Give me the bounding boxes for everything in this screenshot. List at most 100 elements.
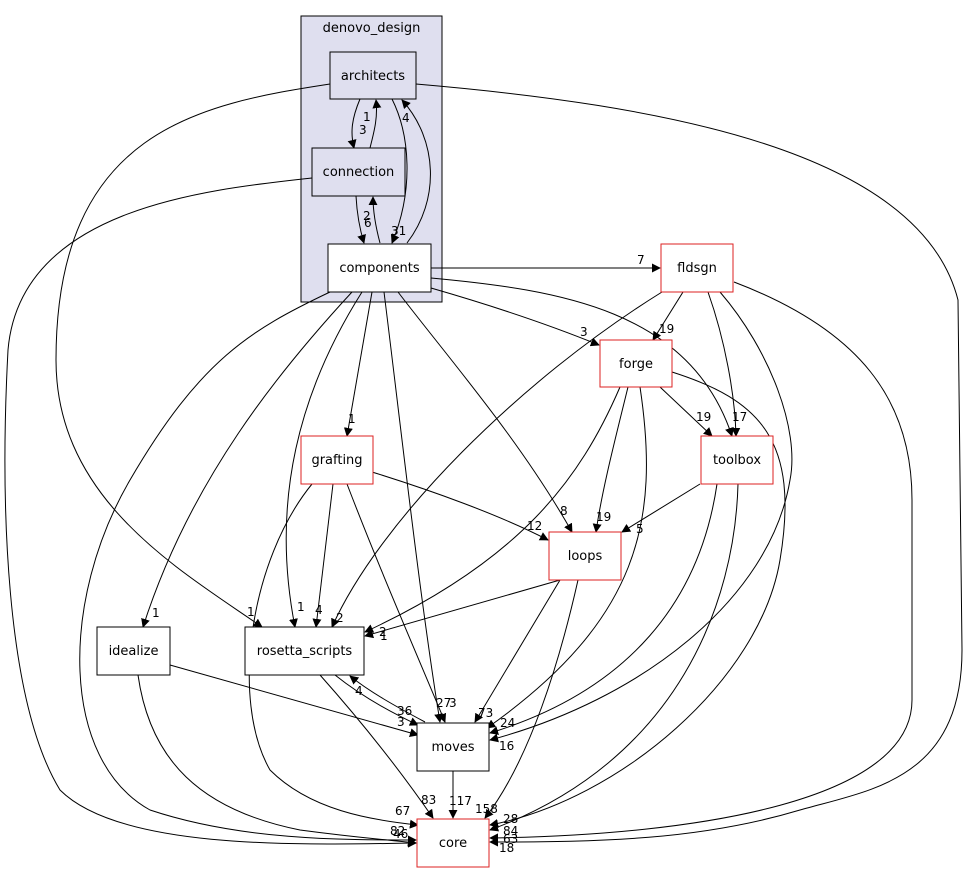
node-label: toolbox xyxy=(713,453,761,468)
edge-label: 4 xyxy=(315,603,323,617)
cluster-title: denovo_design xyxy=(323,21,421,36)
edge-label: 17 xyxy=(732,410,747,424)
edge-label: 31 xyxy=(391,224,406,238)
node-forge[interactable]: forge xyxy=(599,339,673,388)
node-label: idealize xyxy=(109,644,159,659)
edge-loops-moves xyxy=(474,579,561,723)
node-idealize[interactable]: idealize xyxy=(96,626,171,676)
edge-label: 24 xyxy=(500,716,515,730)
edge-label: 1 xyxy=(247,605,255,619)
edge-label: 7 xyxy=(637,253,645,267)
edge-label: 2 xyxy=(379,625,387,639)
edge-components-moves xyxy=(383,291,444,723)
edge-connection-architects xyxy=(369,99,382,149)
node-label: rosetta_scripts xyxy=(257,644,353,659)
edge-components-connection xyxy=(368,196,381,244)
edge-label: 16 xyxy=(499,739,514,753)
edge-loops-core xyxy=(484,579,579,819)
edge-idealize-moves xyxy=(169,664,419,738)
edge-label: 5 xyxy=(636,522,644,536)
edge-label: 4 xyxy=(402,111,410,125)
edge-grafting-loops xyxy=(371,471,549,541)
edge-label: 3 xyxy=(397,715,405,729)
edge-loops-rosetta xyxy=(364,579,561,639)
edge-toolbox-core xyxy=(489,483,739,832)
edge-label: 2 xyxy=(336,611,344,625)
edge-label: 63 xyxy=(503,832,518,846)
edge-forge-moves xyxy=(486,386,647,729)
edge-label: 19 xyxy=(596,510,611,524)
node-components[interactable]: components xyxy=(327,243,432,293)
edge-label: 3 xyxy=(359,123,367,137)
edge-forge-rosetta xyxy=(364,386,621,633)
edge-architects-core xyxy=(415,83,963,847)
edge-grafting-rosetta xyxy=(312,483,334,628)
edge-label: 67 xyxy=(395,804,410,818)
node-moves[interactable]: moves xyxy=(416,722,490,772)
node-label: moves xyxy=(431,740,474,755)
node-label: loops xyxy=(568,549,603,564)
edge-fldsgn-core xyxy=(489,281,913,843)
edge-forge-core xyxy=(489,371,786,828)
edge-fldsgn-toolbox xyxy=(707,291,741,437)
edge-label: 3 xyxy=(449,696,457,710)
edge-connection-core xyxy=(4,177,417,848)
edge-label: 83 xyxy=(421,793,436,807)
edge-label: 158 xyxy=(475,802,498,816)
edge-label: 82 xyxy=(390,824,405,838)
edge-label: 8 xyxy=(560,504,568,518)
edge-toolbox-moves xyxy=(489,483,718,735)
edge-label: 73 xyxy=(478,706,493,720)
node-rosetta-scripts[interactable]: rosetta_scripts xyxy=(244,626,365,676)
edge-label: 1 xyxy=(380,629,388,643)
edge-fldsgn-moves xyxy=(489,291,793,743)
edge-rosetta-moves xyxy=(334,674,419,726)
edge-label: 117 xyxy=(449,794,472,808)
edge-label: 3 xyxy=(580,325,588,339)
edge-forge-loops xyxy=(592,386,629,533)
edge-label: 84 xyxy=(503,824,518,838)
edge-components-forge xyxy=(430,287,600,347)
node-label: fldsgn xyxy=(677,261,717,276)
node-grafting[interactable]: grafting xyxy=(300,435,374,485)
edge-grafting-core xyxy=(248,483,419,829)
node-label: forge xyxy=(619,357,653,372)
edge-components-grafting xyxy=(343,291,373,437)
node-label: architects xyxy=(341,69,405,84)
node-loops[interactable]: loops xyxy=(548,531,622,581)
edge-toolbox-loops xyxy=(621,483,701,533)
edge-components-core xyxy=(79,291,417,845)
edge-label: 1 xyxy=(152,606,160,620)
edge-components-rosetta xyxy=(285,291,363,628)
node-label: components xyxy=(339,261,420,276)
edge-grafting-moves xyxy=(346,483,447,723)
edge-label: 28 xyxy=(503,812,518,826)
node-connection[interactable]: connection xyxy=(311,147,406,197)
edge-rosetta-core xyxy=(319,674,434,819)
edge-label: 46 xyxy=(393,827,408,841)
edge-components-idealize xyxy=(141,291,353,628)
node-label: grafting xyxy=(311,453,362,468)
edge-components-architects xyxy=(401,99,431,244)
node-architects[interactable]: architects xyxy=(329,51,417,100)
edge-components-loops xyxy=(397,291,573,533)
edge-label: 36 xyxy=(397,704,412,718)
node-toolbox[interactable]: toolbox xyxy=(700,435,774,485)
edge-fldsgn-rosetta xyxy=(331,291,663,628)
node-fldsgn[interactable]: fldsgn xyxy=(660,243,734,293)
node-label: connection xyxy=(323,165,395,180)
edge-label: 2 xyxy=(363,209,371,223)
edge-connection-components xyxy=(355,195,366,244)
edge-labels: 3 1 4 31 2 6 7 3 17 19 19 1 8 12 19 5 1 … xyxy=(152,110,747,855)
edge-moves-rosetta xyxy=(349,675,426,723)
edges xyxy=(4,83,963,848)
edge-label: 4 xyxy=(355,684,363,698)
node-core[interactable]: core xyxy=(416,818,490,868)
edge-architects-rosetta xyxy=(55,83,331,628)
edge-idealize-core xyxy=(137,674,417,847)
edge-label: 18 xyxy=(499,841,514,855)
edge-forge-toolbox xyxy=(659,386,713,437)
edge-label: 27 xyxy=(436,696,451,710)
edge-label: 1 xyxy=(363,110,371,124)
